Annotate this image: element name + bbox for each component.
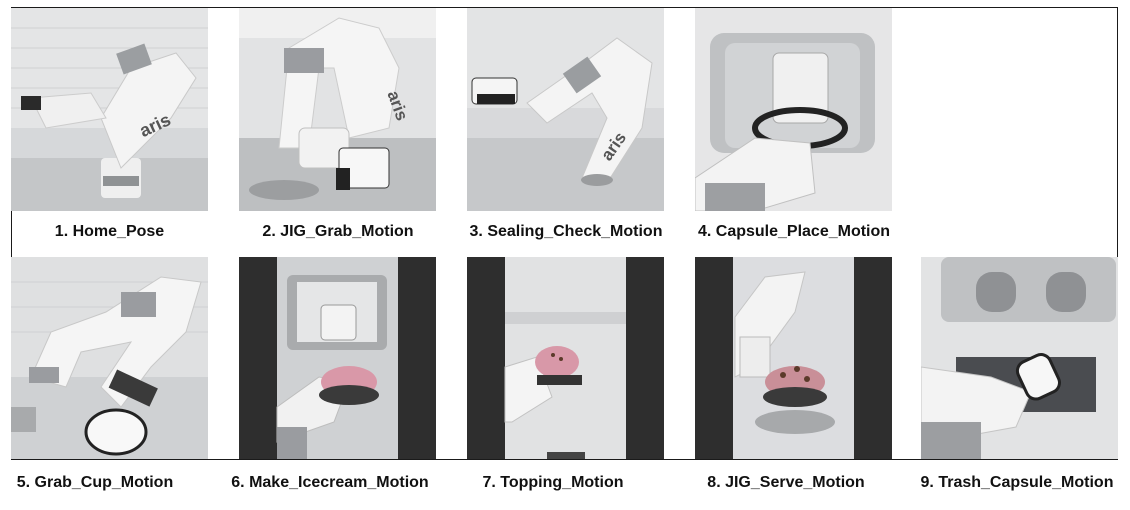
figure-frame — [11, 7, 1118, 460]
photo-make-icecream — [239, 257, 436, 459]
caption-topping-motion: 7. Topping_Motion — [482, 474, 624, 491]
photo-capsule-place — [695, 8, 892, 211]
caption-jig-grab-motion: 2. JIG_Grab_Motion — [262, 223, 414, 240]
caption-jig-serve-motion: 8. JIG_Serve_Motion — [707, 474, 865, 491]
photo-jig-grab: aris — [239, 8, 436, 211]
caption-home-pose: 1. Home_Pose — [54, 223, 165, 240]
caption-trash-capsule-motion: 9. Trash_Capsule_Motion — [920, 474, 1114, 491]
caption-grab-cup-motion: 5. Grab_Cup_Motion — [16, 474, 174, 491]
photo-grab-cup — [11, 257, 208, 459]
photo-sealing-check: aris — [467, 8, 664, 211]
photo-home-pose: aris — [11, 8, 208, 211]
photo-trash-capsule — [921, 257, 1118, 459]
caption-sealing-check-motion: 3. Sealing_Check_Motion — [469, 223, 663, 240]
caption-capsule-place-motion: 4. Capsule_Place_Motion — [697, 223, 891, 240]
photo-topping — [467, 257, 664, 459]
caption-make-icecream-motion: 6. Make_Icecream_Motion — [231, 474, 429, 491]
photo-jig-serve — [695, 257, 892, 459]
